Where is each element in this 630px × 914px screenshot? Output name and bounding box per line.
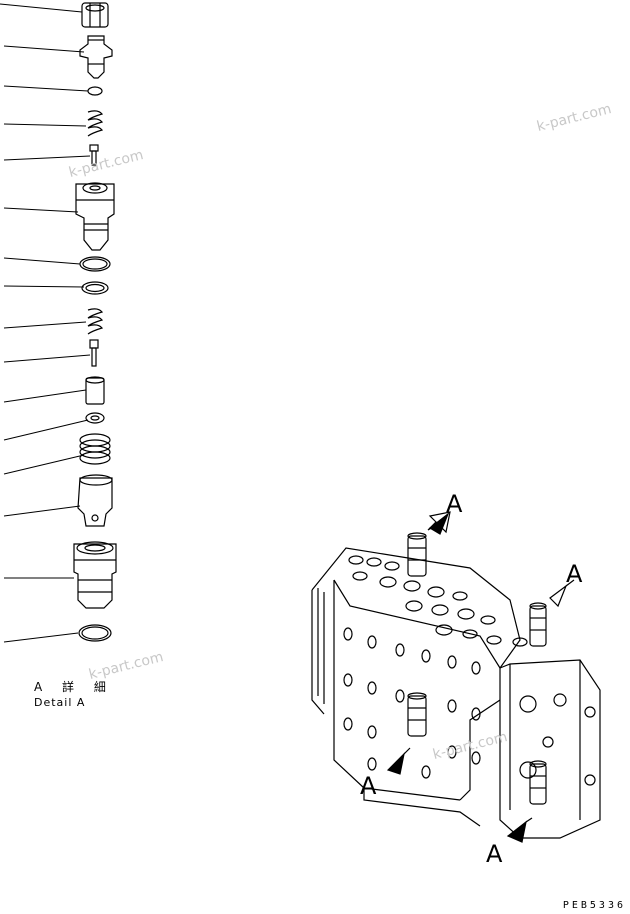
backup-ring [81, 281, 109, 295]
view-label-a: A [360, 772, 377, 800]
o-ring-large-1 [79, 256, 111, 272]
view-label-a: A [486, 840, 503, 868]
heavy-spring-part [79, 433, 111, 465]
plug-part [79, 35, 113, 79]
view-arrow-1 [427, 511, 451, 535]
view-arrow-4 [506, 817, 533, 843]
pin-part-2 [89, 339, 99, 367]
relief-valve-right [529, 602, 547, 647]
spring-part-1 [87, 110, 104, 137]
relief-valve-end [529, 760, 547, 805]
pin-part-1 [89, 144, 99, 166]
hex-nut-part [81, 2, 109, 28]
relief-valve-top [407, 532, 427, 577]
view-label-a: A [566, 560, 583, 588]
washer-part [85, 412, 105, 424]
drawing-code: PEB5336 [562, 900, 626, 911]
detail-caption-jp: A 詳 細 [34, 680, 114, 694]
o-ring-large-2 [78, 624, 112, 642]
view-arrow-2 [549, 579, 575, 608]
detail-caption-en: Detail A [34, 696, 86, 709]
leader-lines [0, 3, 91, 643]
piston-part [77, 474, 113, 527]
small-sleeve-part [85, 376, 105, 405]
view-label-a: A [446, 490, 463, 518]
spring-part-2 [87, 308, 104, 335]
housing-part [73, 541, 117, 609]
relief-valve-front [407, 692, 427, 737]
sleeve-part [75, 182, 115, 251]
small-o-ring [87, 86, 103, 96]
view-arrow-3 [386, 747, 411, 775]
control-valve-assembly [311, 532, 601, 839]
